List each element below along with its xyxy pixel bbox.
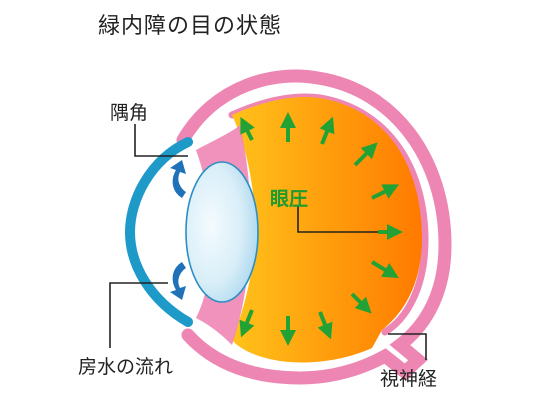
flow-leader	[109, 282, 168, 348]
nerve-leader	[388, 333, 427, 360]
vitreous-body	[232, 96, 422, 363]
cornea	[124, 137, 193, 327]
lens	[185, 161, 259, 303]
label-optic-nerve: 視神経	[380, 368, 438, 390]
pressure-arrow	[239, 309, 255, 338]
pressure-arrow	[319, 116, 335, 145]
pressure-arrow	[371, 184, 400, 200]
sclera-outer	[176, 69, 452, 385]
label-angle: 隅角	[110, 102, 149, 124]
flow-arrow-upper	[170, 160, 186, 198]
sclera-inner	[228, 93, 429, 336]
flow-arrow-lower	[170, 262, 186, 300]
iop-leader	[297, 206, 403, 240]
pressure-arrow	[317, 311, 333, 340]
diagram-title: 緑内障の目の状態	[98, 14, 283, 39]
pressure-arrow	[240, 116, 255, 141]
label-iop: 眼圧	[270, 188, 309, 210]
pressure-arrows	[239, 112, 400, 346]
angle-leader	[134, 124, 188, 157]
label-aqueous-flow: 房水の流れ	[78, 356, 174, 378]
pressure-arrow	[370, 260, 399, 279]
pressure-arrow	[350, 292, 372, 314]
pressure-arrow	[353, 142, 378, 167]
